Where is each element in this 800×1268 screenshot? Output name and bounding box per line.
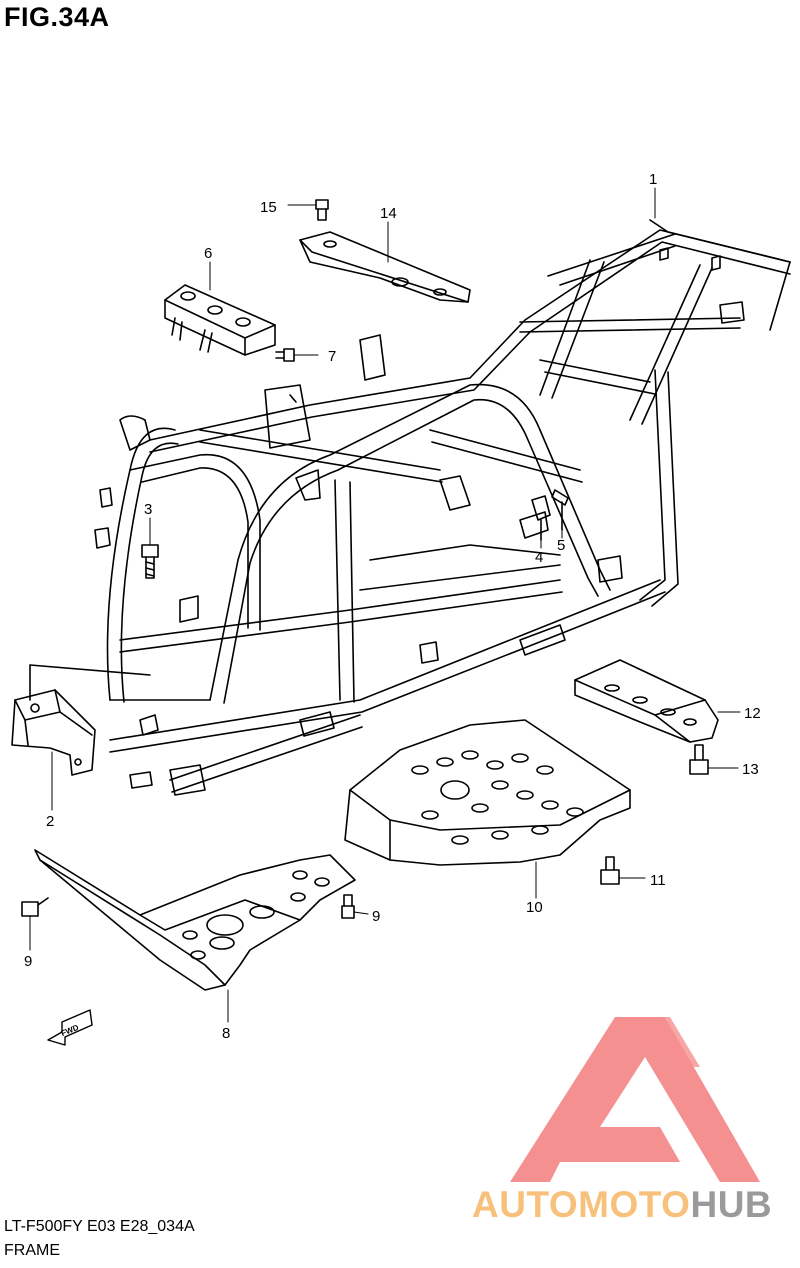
- callout-4: 4: [535, 549, 543, 566]
- fwd-arrow-icon: [47, 1009, 93, 1046]
- watermark-text-b: HUB: [690, 1184, 773, 1225]
- callout-10: 10: [526, 899, 543, 916]
- callout-13: 13: [742, 761, 759, 778]
- bolt-11: [600, 856, 620, 885]
- callout-14: 14: [380, 205, 397, 222]
- callout-8: 8: [222, 1025, 230, 1042]
- fwd-label: FWD: [60, 1023, 80, 1038]
- bolt-5: [551, 489, 569, 531]
- main-frame-part: [94, 219, 791, 796]
- figure-title: FIG.34A: [4, 2, 110, 32]
- callout-5: 5: [557, 537, 565, 554]
- upper-bracket-part: [164, 284, 276, 356]
- front-bracket-part: [11, 664, 151, 776]
- callout-7: 7: [328, 348, 336, 365]
- left-skid-plate-part: [34, 849, 356, 991]
- callout-6: 6: [204, 245, 212, 262]
- upper-plate-part: [299, 231, 471, 303]
- watermark-text: AUTOMOTOHUB: [472, 1184, 772, 1226]
- model-code: LT-F500FY E03 E28_034A: [4, 1218, 195, 1235]
- bolt-13: [689, 744, 709, 775]
- callout-12: 12: [744, 705, 761, 722]
- bolt-7: [275, 348, 295, 362]
- automotohub-logo-icon: [510, 1017, 760, 1182]
- bolt-15: [315, 199, 329, 221]
- callout-9-left: 9: [24, 953, 32, 970]
- callout-1: 1: [649, 171, 657, 188]
- bolt-9-right: [341, 894, 355, 919]
- section-name: FRAME: [4, 1242, 60, 1259]
- bolt-9-left: [21, 897, 49, 917]
- bolt-3: [141, 544, 159, 579]
- callout-3: 3: [144, 501, 152, 518]
- callout-15: 15: [260, 199, 277, 216]
- callout-11: 11: [650, 872, 666, 889]
- leader-lines: [29, 187, 741, 1023]
- callout-9-right: 9: [372, 908, 380, 925]
- callout-2: 2: [46, 813, 54, 830]
- bracket-4: [531, 495, 551, 541]
- right-plate-part: [574, 659, 719, 743]
- center-skid-plate-part: [344, 719, 631, 866]
- watermark-text-a: AUTOMOTO: [472, 1184, 691, 1225]
